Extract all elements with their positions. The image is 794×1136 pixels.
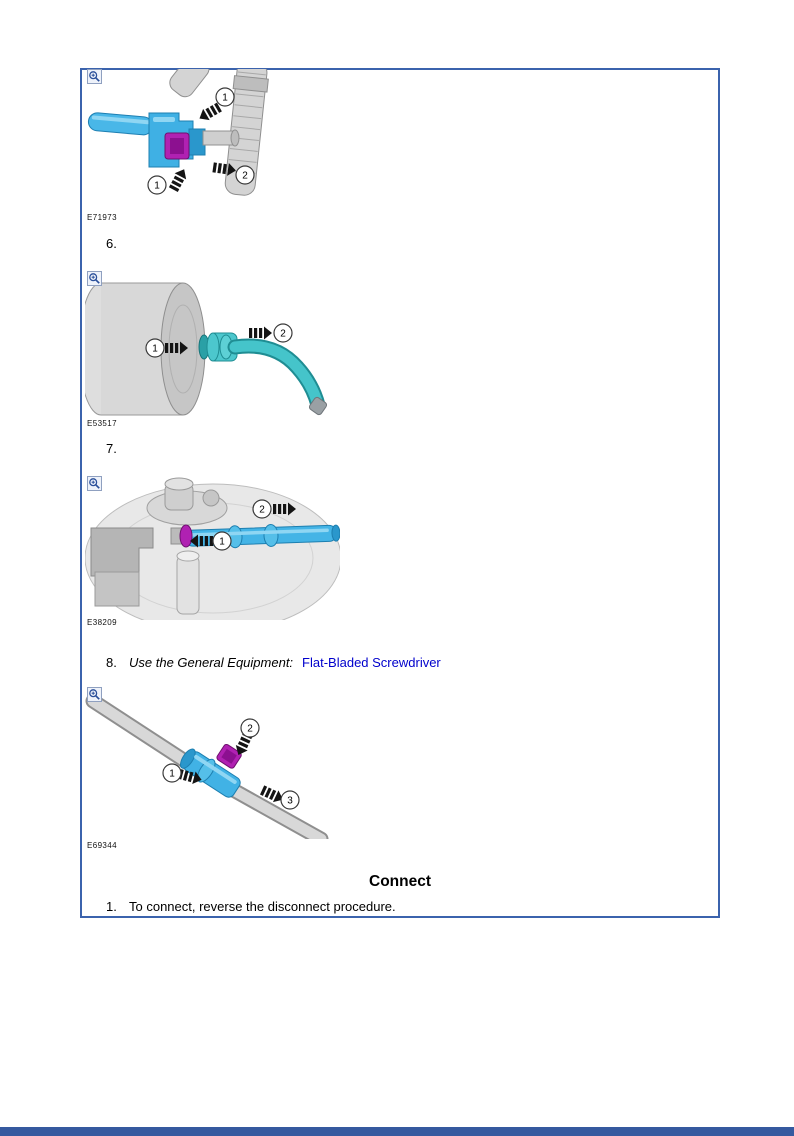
callout-1: 1 <box>212 531 232 551</box>
magnifier-glyph <box>89 689 100 700</box>
zoom-icon[interactable] <box>87 476 102 491</box>
figure-label: E38209 <box>87 618 117 627</box>
step-8-text: Use the General Equipment: <box>129 655 294 670</box>
callout-2: 2 <box>252 499 272 519</box>
callout-3: 3 <box>280 790 300 810</box>
motion-arrow <box>249 326 272 340</box>
standpipe <box>176 550 200 615</box>
teal-hose <box>227 338 328 416</box>
hose-stub <box>169 69 210 98</box>
callout-1: 1 <box>162 763 182 783</box>
step-6: 6. <box>106 236 120 253</box>
step-number: 6. <box>106 236 117 251</box>
step-number: 1. <box>106 899 117 914</box>
left-module <box>90 527 154 607</box>
canister <box>85 282 206 416</box>
zoom-icon[interactable] <box>87 687 102 702</box>
svg-text:1: 1 <box>169 769 175 780</box>
svg-text:2: 2 <box>259 505 265 516</box>
connect-step-text: To connect, reverse the disconnect proce… <box>129 899 396 914</box>
svg-text:1: 1 <box>152 344 158 355</box>
figure-e38209: 2 1 E38209 <box>85 476 340 628</box>
motion-arrow <box>212 162 236 176</box>
pump-flange <box>146 477 228 526</box>
release-clip <box>216 743 242 769</box>
motion-arrow <box>165 341 188 355</box>
quick-connect-body <box>180 748 241 798</box>
step-8: 8. Use the General Equipment: Flat-Blade… <box>106 655 441 672</box>
svg-text:1: 1 <box>154 181 160 192</box>
magnifier-glyph <box>89 71 100 82</box>
motion-arrow <box>273 502 296 516</box>
svg-text:3: 3 <box>287 796 293 807</box>
motion-arrow <box>168 169 187 192</box>
figure-label: E53517 <box>87 419 117 428</box>
step-number: 7. <box>106 441 117 456</box>
svg-text:2: 2 <box>280 329 286 340</box>
callout-2: 2 <box>273 323 293 343</box>
motion-arrow <box>199 102 222 121</box>
figure-label: E71973 <box>87 213 117 222</box>
callout-2: 2 <box>235 165 255 185</box>
gray-stub <box>202 129 240 147</box>
motion-arrow <box>260 785 283 803</box>
svg-text:2: 2 <box>247 724 253 735</box>
svg-text:1: 1 <box>219 537 225 548</box>
figure-e69344-illustration: 2 1 3 <box>85 693 329 839</box>
callout-1: 1 <box>215 87 235 107</box>
figure-e69344: 2 1 3 E69344 <box>85 687 335 850</box>
corrugated-hose <box>224 69 269 196</box>
svg-text:2: 2 <box>242 171 248 182</box>
zoom-icon[interactable] <box>87 271 102 286</box>
footer-bar <box>0 1127 794 1136</box>
release-ring <box>170 524 193 548</box>
connect-step-1: 1. To connect, reverse the disconnect pr… <box>106 899 396 916</box>
zoom-icon[interactable] <box>87 69 102 84</box>
motion-arrow <box>190 534 213 548</box>
figure-e38209-illustration: 2 1 <box>85 477 340 620</box>
step-7: 7. <box>106 441 120 458</box>
figure-e71973: 1 2 1 E71973 <box>85 69 295 223</box>
callout-1b: 1 <box>147 175 167 195</box>
blue-tube <box>87 112 153 136</box>
figure-label: E69344 <box>87 841 117 850</box>
figure-e71973-illustration: 1 2 1 <box>87 69 269 196</box>
connect-heading: Connect <box>369 873 431 890</box>
equipment-link[interactable]: Flat-Bladed Screwdriver <box>302 655 441 670</box>
magnifier-glyph <box>89 478 100 489</box>
teal-connector <box>198 332 238 362</box>
figure-e53517: 1 2 E53517 <box>85 271 340 429</box>
content-area <box>80 68 720 918</box>
release-clip <box>164 132 190 160</box>
figure-e53517-illustration: 1 2 <box>85 282 328 416</box>
magnifier-glyph <box>89 273 100 284</box>
step-number: 8. <box>106 655 117 670</box>
callout-2: 2 <box>240 718 260 738</box>
callout-1: 1 <box>145 338 165 358</box>
svg-text:1: 1 <box>222 93 228 104</box>
